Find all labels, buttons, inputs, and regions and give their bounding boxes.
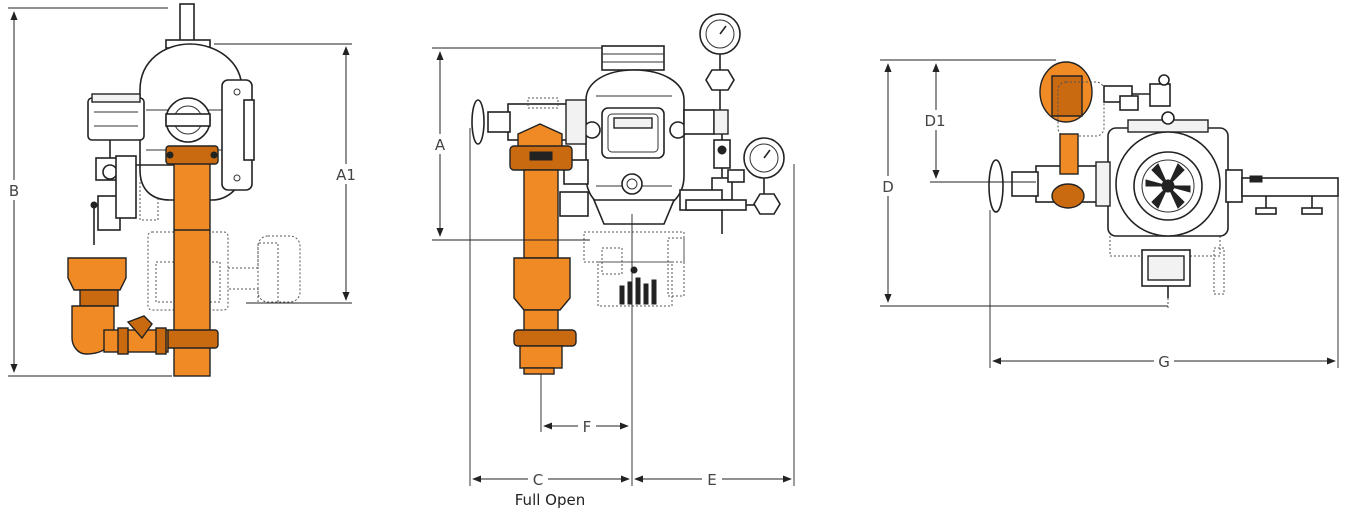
dim-label-d: D	[882, 178, 894, 196]
dim-label-e: E	[707, 471, 716, 489]
dim-label-d1: D1	[924, 112, 945, 130]
plan-orange-alarm	[1039, 61, 1171, 209]
dim-label-c: C	[533, 471, 543, 489]
dim-label-a1: A1	[336, 166, 356, 184]
side-orange-riser	[165, 145, 219, 377]
dim-label-b: B	[9, 182, 19, 200]
plan-trim-dotted	[1109, 233, 1225, 308]
plan-view: D D1 G	[878, 59, 1339, 371]
side-view: B A1	[4, 3, 360, 377]
side-orange-drain	[67, 257, 169, 355]
side-valve-stem	[179, 3, 195, 45]
front-view: A F C Full Open E	[430, 13, 795, 509]
dim-label-g: G	[1158, 353, 1170, 371]
dim-label-c-note: Full Open	[515, 491, 585, 509]
front-trim-dotted	[583, 231, 685, 307]
front-handhole-cover	[601, 107, 665, 159]
front-drain-detail	[619, 266, 657, 305]
dim-label-a: A	[435, 136, 446, 154]
front-orange-riser	[509, 123, 577, 375]
front-right-trim	[679, 13, 785, 234]
side-alarm-cylinder	[87, 97, 145, 141]
plan-right-arm	[1225, 169, 1339, 215]
plan-clapper-spokes	[1145, 163, 1191, 209]
plan-left-trim	[988, 159, 1111, 213]
dim-label-f: F	[583, 418, 592, 436]
